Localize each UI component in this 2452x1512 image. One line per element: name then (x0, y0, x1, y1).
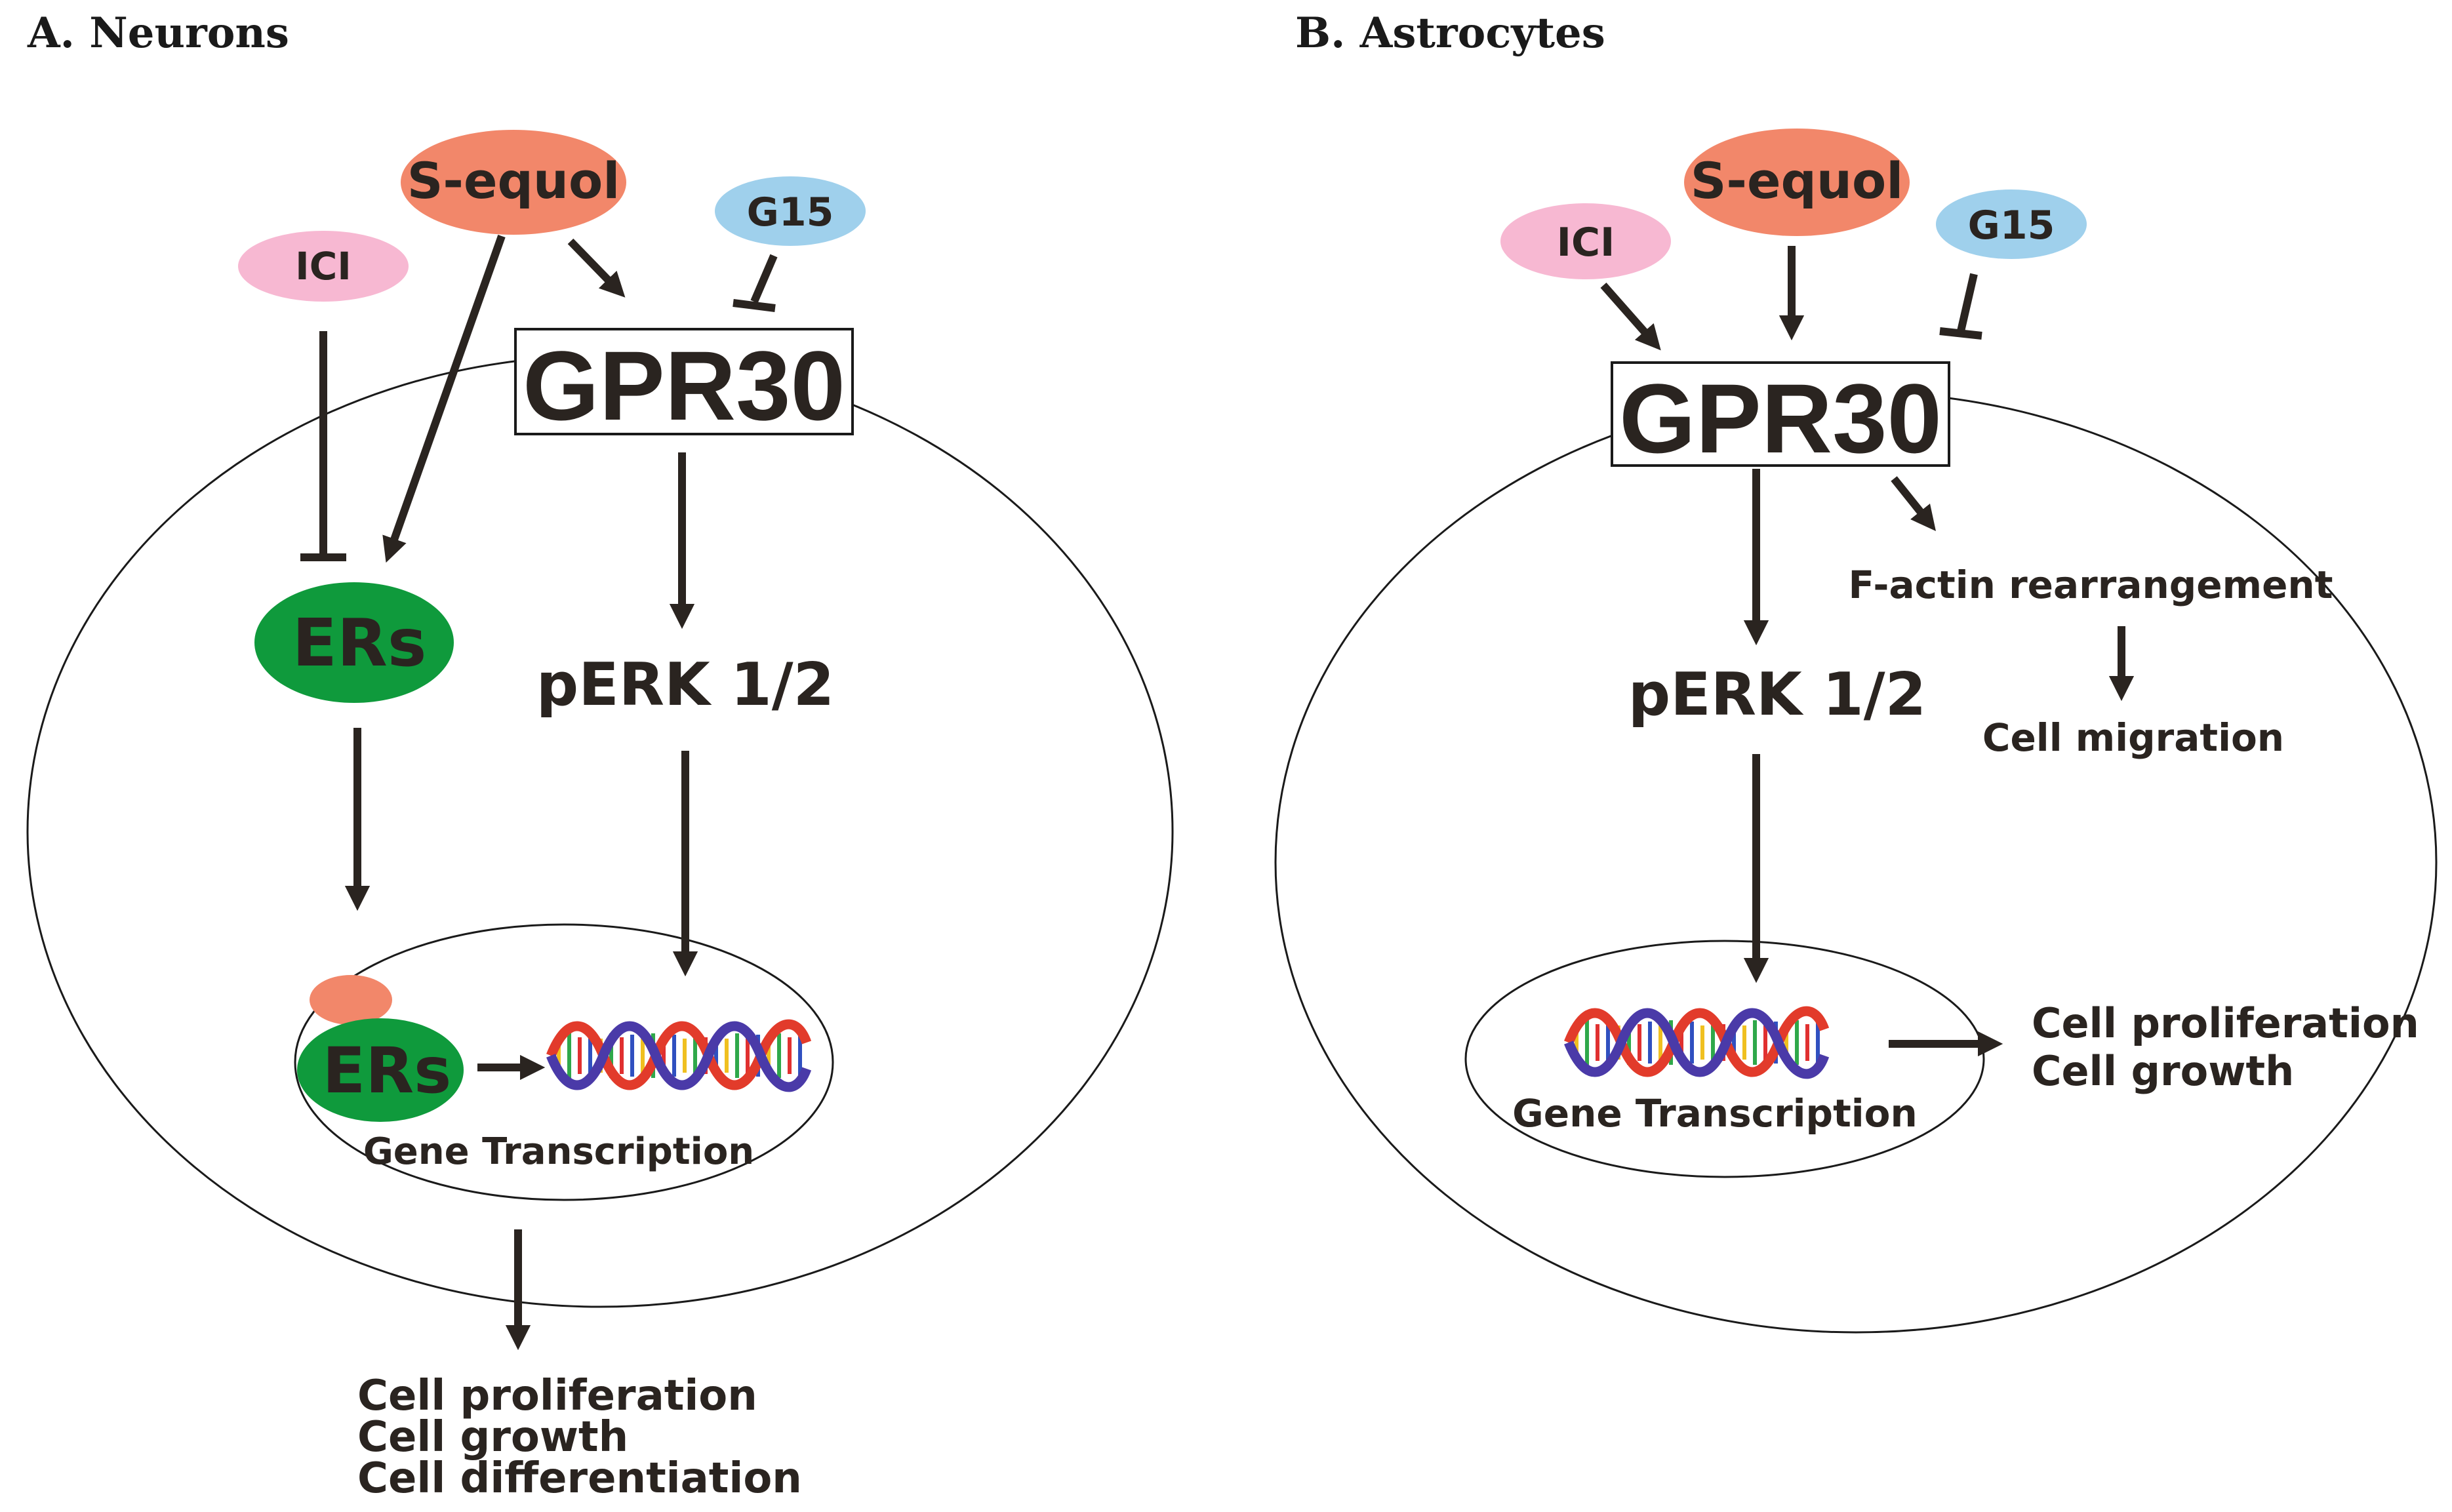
ici-ellipse-b (1500, 203, 1671, 279)
ici-ellipse (238, 231, 409, 302)
perk-label-b: pERK 1/2 (1628, 660, 1926, 729)
outcome-line-1: Cell proliferation (357, 1372, 757, 1420)
g15-label: G15 (747, 189, 834, 235)
outcome-line-2-b: Cell growth (2032, 1047, 2294, 1095)
gene-transcription-label: Gene Transcription (363, 1130, 754, 1173)
outcome-line-1-b: Cell proliferation (2032, 999, 2419, 1047)
ers-ellipse (254, 582, 454, 703)
astrocyte-cell-membrane (1274, 391, 2438, 1334)
g15-label-b: G15 (1968, 203, 2055, 249)
ici-label: ICI (295, 244, 352, 288)
dna-helix-icon-b (1569, 1011, 1824, 1074)
arrow-s-equol-to-ers (382, 234, 506, 563)
inhibit-g15-to-gpr30-b (1957, 273, 1978, 332)
astrocyte-nucleus (1464, 940, 1985, 1178)
s-equol-ellipse-b (1684, 129, 1910, 236)
panel-title-astrocytes: B. Astrocytes (1295, 9, 1605, 58)
ers-label: ERs (292, 605, 427, 681)
inhibit-g15-bar-b (1939, 327, 1982, 340)
arrow-ici-to-gpr30-b (1600, 283, 1661, 351)
gpr30-label-b: GPR30 (1619, 363, 1942, 473)
neuron-nucleus (294, 923, 834, 1201)
g15-ellipse (715, 176, 866, 246)
gpr30-box-b (1611, 361, 1950, 467)
inhibit-g15-bar (733, 299, 776, 312)
arrow-gpr30-to-f-actin (1891, 476, 1936, 531)
gpr30-label: GPR30 (523, 330, 845, 441)
gpr30-box (514, 328, 854, 435)
dna-helix-icon (551, 1024, 807, 1087)
arrow-s-equol-to-gpr30 (567, 238, 626, 298)
s-equol-ellipse (401, 130, 626, 235)
gene-transcription-label-b: Gene Transcription (1512, 1091, 1918, 1136)
outcome-line-3: Cell differentiation (357, 1454, 802, 1503)
inhibit-g15-to-gpr30 (750, 254, 778, 304)
panel-astrocytes: B. Astrocytes S-equol ICI G15 GPR30 F-ac… (1274, 9, 2438, 1334)
nuclear-s-equol-dot (310, 975, 392, 1025)
panel-neurons: A. Neurons S-equol ICI G15 GPR30 ERs pER… (26, 9, 1174, 1503)
nuclear-ers-ellipse (297, 1018, 464, 1122)
s-equol-label: S-equol (407, 151, 620, 210)
perk-label: pERK 1/2 (536, 650, 834, 719)
panel-title-neurons: A. Neurons (27, 9, 289, 58)
cell-migration-label: Cell migration (1982, 715, 2284, 760)
outcome-line-2: Cell growth (357, 1413, 628, 1462)
nuclear-ers-label: ERs (323, 1034, 452, 1107)
f-actin-label: F-actin rearrangement (1849, 563, 2333, 607)
ici-label-b: ICI (1557, 220, 1615, 266)
g15-ellipse-b (1936, 189, 2087, 259)
s-equol-label-b: S-equol (1691, 151, 1904, 210)
